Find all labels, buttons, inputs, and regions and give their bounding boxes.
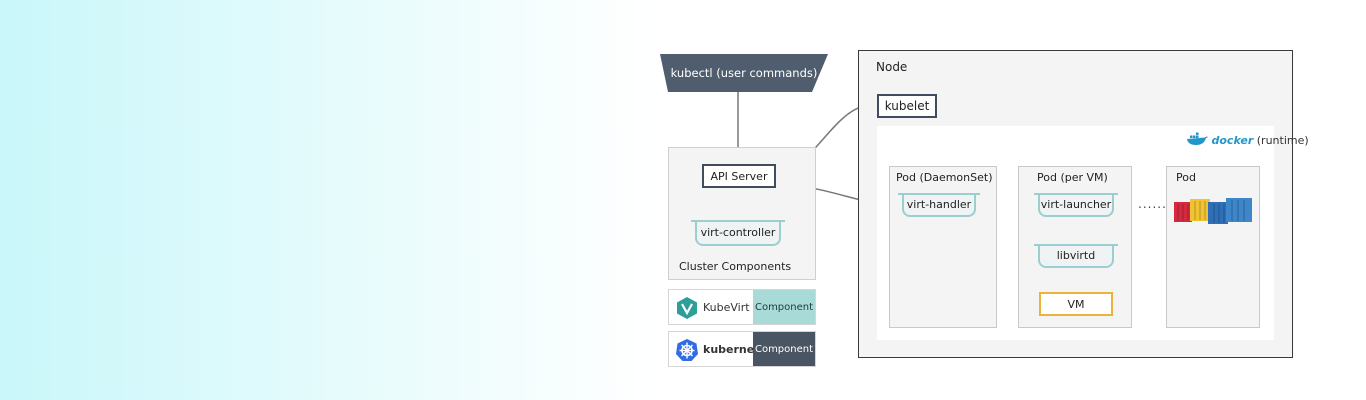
kubernetes-logo-icon — [676, 339, 698, 361]
docker-runtime-label: docker (runtime) — [1186, 132, 1309, 147]
legend-kubevirt-name: KubeVirt — [703, 300, 750, 314]
kubelet-box[interactable]: kubelet — [877, 94, 937, 118]
legend-kubevirt-swatch: Component — [753, 290, 815, 324]
pod-daemonset[interactable] — [889, 166, 997, 328]
more-pods-ellipsis: ...... — [1138, 197, 1167, 211]
kubectl-shape — [660, 54, 828, 92]
legend-kubevirt: KubeVirt Component — [668, 289, 816, 325]
virt-controller-box[interactable]: virt-controller — [691, 220, 785, 246]
pod-generic-label: Pod — [1176, 171, 1196, 184]
vm-box[interactable]: VM — [1039, 292, 1113, 316]
kubevirt-logo-icon — [677, 297, 697, 319]
virt-handler-box[interactable]: virt-handler — [898, 193, 980, 217]
libvirtd-box[interactable]: libvirtd — [1034, 244, 1118, 268]
cluster-components-label: Cluster Components — [679, 260, 792, 273]
legend-kubernetes: kubernetes Component — [668, 331, 816, 367]
runtime-word: (runtime) — [1256, 134, 1309, 147]
docker-word: docker — [1211, 134, 1254, 147]
containers-icon — [1174, 198, 1252, 224]
api-server-box[interactable]: API Server — [702, 164, 776, 188]
pod-daemonset-label: Pod (DaemonSet) — [896, 171, 993, 184]
node-label: Node — [876, 60, 908, 74]
kubectl-label: kubectl (user commands) — [670, 66, 818, 80]
docker-whale-icon — [1187, 132, 1208, 145]
virt-launcher-box[interactable]: virt-launcher — [1034, 193, 1118, 217]
pod-per-vm-label: Pod (per VM) — [1037, 171, 1108, 184]
pod-generic[interactable] — [1166, 166, 1260, 328]
legend-kubernetes-swatch: Component — [753, 332, 815, 366]
